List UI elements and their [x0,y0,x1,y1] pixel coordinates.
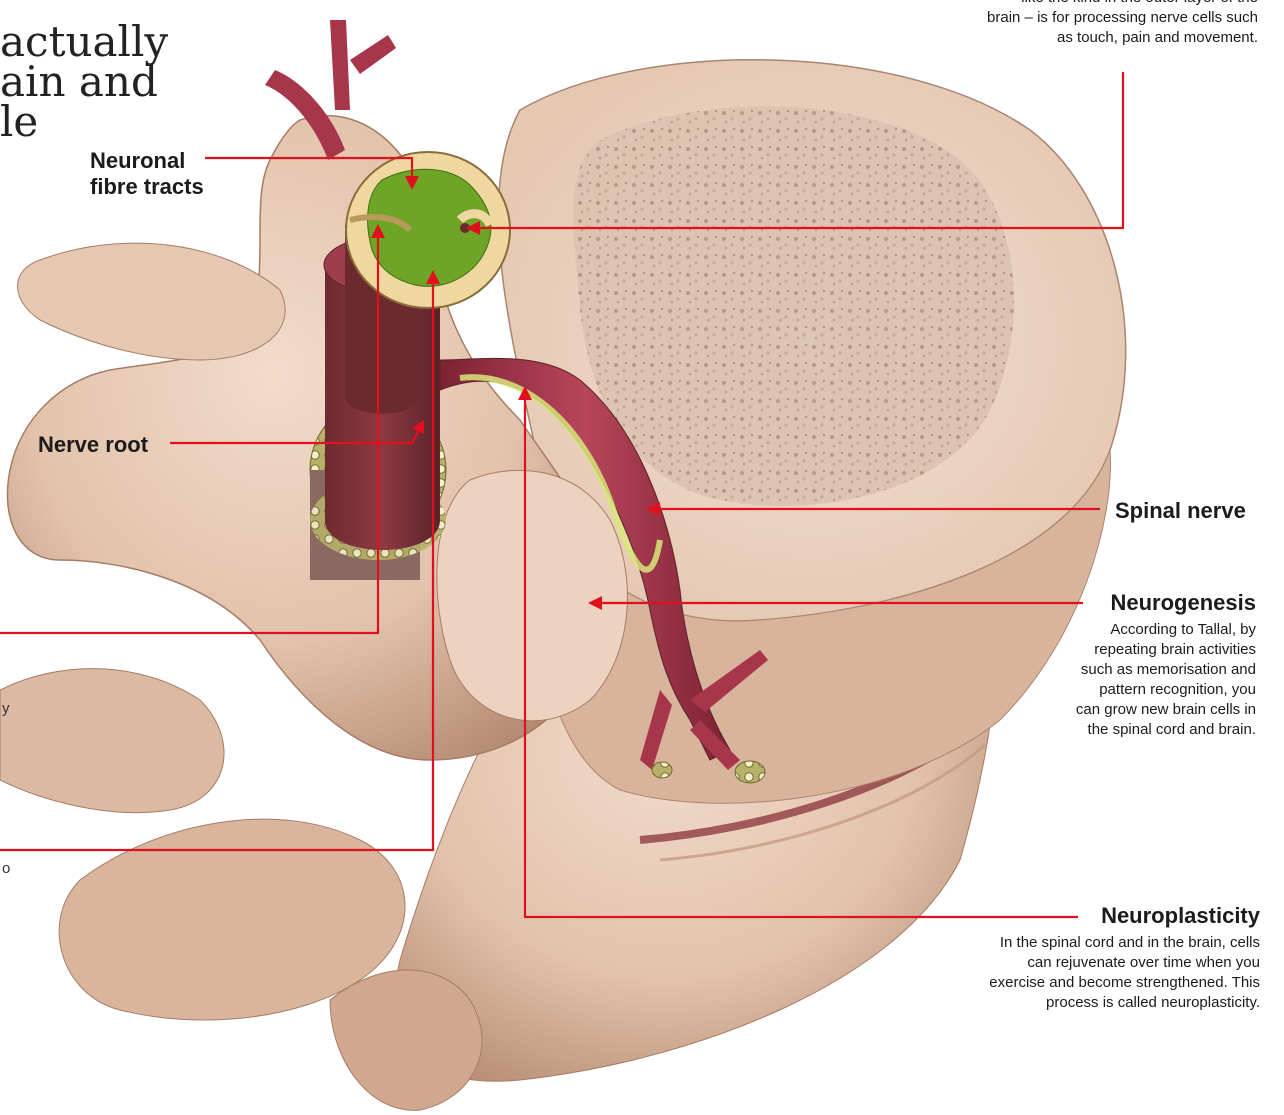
edge-fragment: y [2,700,10,717]
neurogenesis-description: According to Tallal, by repeating brain … [1026,620,1256,740]
label-neuroplasticity: Neuroplasticity [1040,903,1260,929]
neuroplasticity-description: In the spinal cord and in the brain, cel… [940,933,1260,1013]
label-nerve-root: Nerve root [38,432,148,458]
page-title-fragment: actually ain and le [0,22,168,142]
inferior-process [0,669,224,813]
edge-fragment: o [2,860,10,877]
label-neurogenesis: Neurogenesis [1056,590,1256,616]
nerve-cut-end [652,762,672,778]
label-neuronal-fibre-tracts: Neuronal fibre tracts [90,148,204,200]
nerve-cut-end [735,761,765,783]
spongy-bone-surface [573,106,1014,506]
label-spinal-nerve: Spinal nerve [1115,498,1246,524]
pedicle [437,470,628,720]
transverse-process [18,243,286,360]
top-description-fragment: like the kind in the outer layer of the … [928,0,1258,48]
